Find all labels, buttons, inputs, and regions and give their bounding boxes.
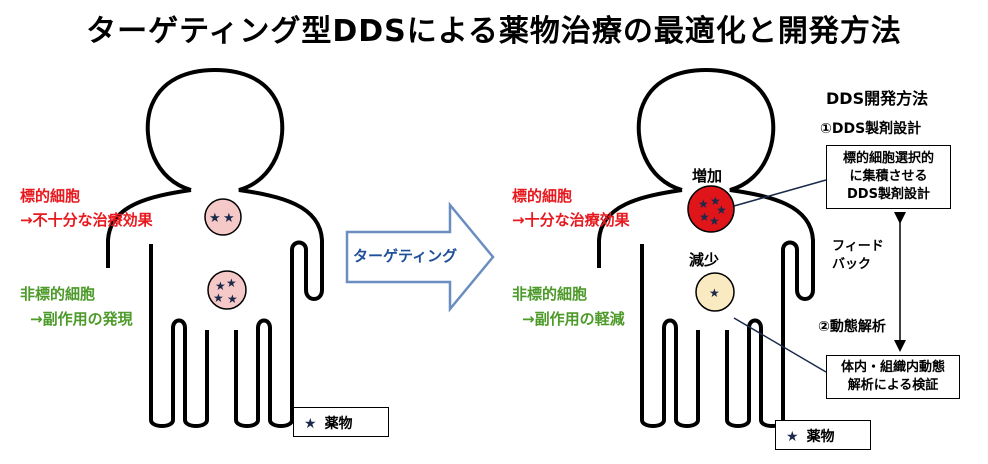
increase-label: 増加 (692, 167, 723, 185)
star-icon: ★ (226, 276, 237, 290)
design-box-line: 標的細胞選択的 (842, 151, 934, 166)
decrease-label: 減少 (689, 251, 720, 269)
dev-title: DDS開発方法 (826, 89, 929, 108)
step2-label: ②動態解析 (818, 319, 886, 335)
star-icon: ★ (716, 203, 727, 217)
star-icon: ★ (786, 429, 799, 445)
left-body-outline-left (106, 188, 209, 428)
targeting-label: ターゲティング (353, 247, 458, 265)
analysis-box: 体内・組織内動態 解析による検証 (826, 355, 960, 399)
analysis-box-line: 解析による検証 (847, 378, 939, 393)
star-icon: ★ (710, 194, 721, 208)
feedback-line: バック (832, 257, 872, 272)
left-nontarget-effect: →副作用の発現 (30, 310, 133, 328)
left-target-cell (204, 198, 242, 236)
step1-label: ①DDS製剤設計 (820, 121, 922, 137)
feedback-label: フィード バック (832, 238, 884, 274)
right-body-outline-left (597, 188, 700, 428)
star-icon: ★ (215, 279, 226, 293)
design-box: 標的細胞選択的 に集積させる DDS製剤設計 (826, 145, 951, 209)
star-icon: ★ (227, 292, 238, 306)
left-body-outline (145, 67, 324, 428)
star-icon: ★ (209, 211, 221, 226)
box1-connector (733, 179, 827, 207)
star-icon: ★ (304, 416, 317, 432)
feedback-line: フィード (832, 239, 884, 254)
star-icon: ★ (709, 214, 720, 228)
right-nontarget-effect: →副作用の軽減 (522, 310, 625, 328)
star-icon: ★ (223, 211, 235, 226)
right-target-label: 標的細胞 (512, 187, 573, 205)
left-legend-label: 薬物 (324, 416, 353, 432)
left-target-label: 標的細胞 (20, 187, 81, 205)
right-target-effect: →十分な治療効果 (512, 211, 630, 229)
star-icon: ★ (213, 291, 224, 305)
right-legend: ★ 薬物 (775, 420, 871, 450)
left-legend: ★ 薬物 (293, 407, 389, 437)
left-nontarget-cell (207, 270, 247, 310)
right-target-cell (687, 185, 735, 233)
design-box-line: DDS製剤設計 (847, 187, 930, 202)
targeting-arrow (345, 201, 495, 313)
star-icon: ★ (709, 286, 720, 300)
page-title: ターゲティング型DDSによる薬物治療の最適化と開発方法 (86, 14, 902, 49)
design-box-line: に集積させる (849, 169, 928, 184)
right-nontarget-label: 非標的細胞 (512, 285, 588, 303)
box2-connector (733, 317, 827, 373)
star-icon: ★ (699, 210, 710, 224)
right-legend-label: 薬物 (806, 429, 835, 445)
right-body-outline (636, 67, 815, 428)
analysis-box-line: 体内・組織内動態 (840, 360, 945, 375)
star-icon: ★ (698, 197, 709, 211)
right-nontarget-cell (695, 272, 735, 312)
left-target-effect: →不十分な治療効果 (20, 211, 153, 229)
left-nontarget-label: 非標的細胞 (20, 285, 96, 303)
